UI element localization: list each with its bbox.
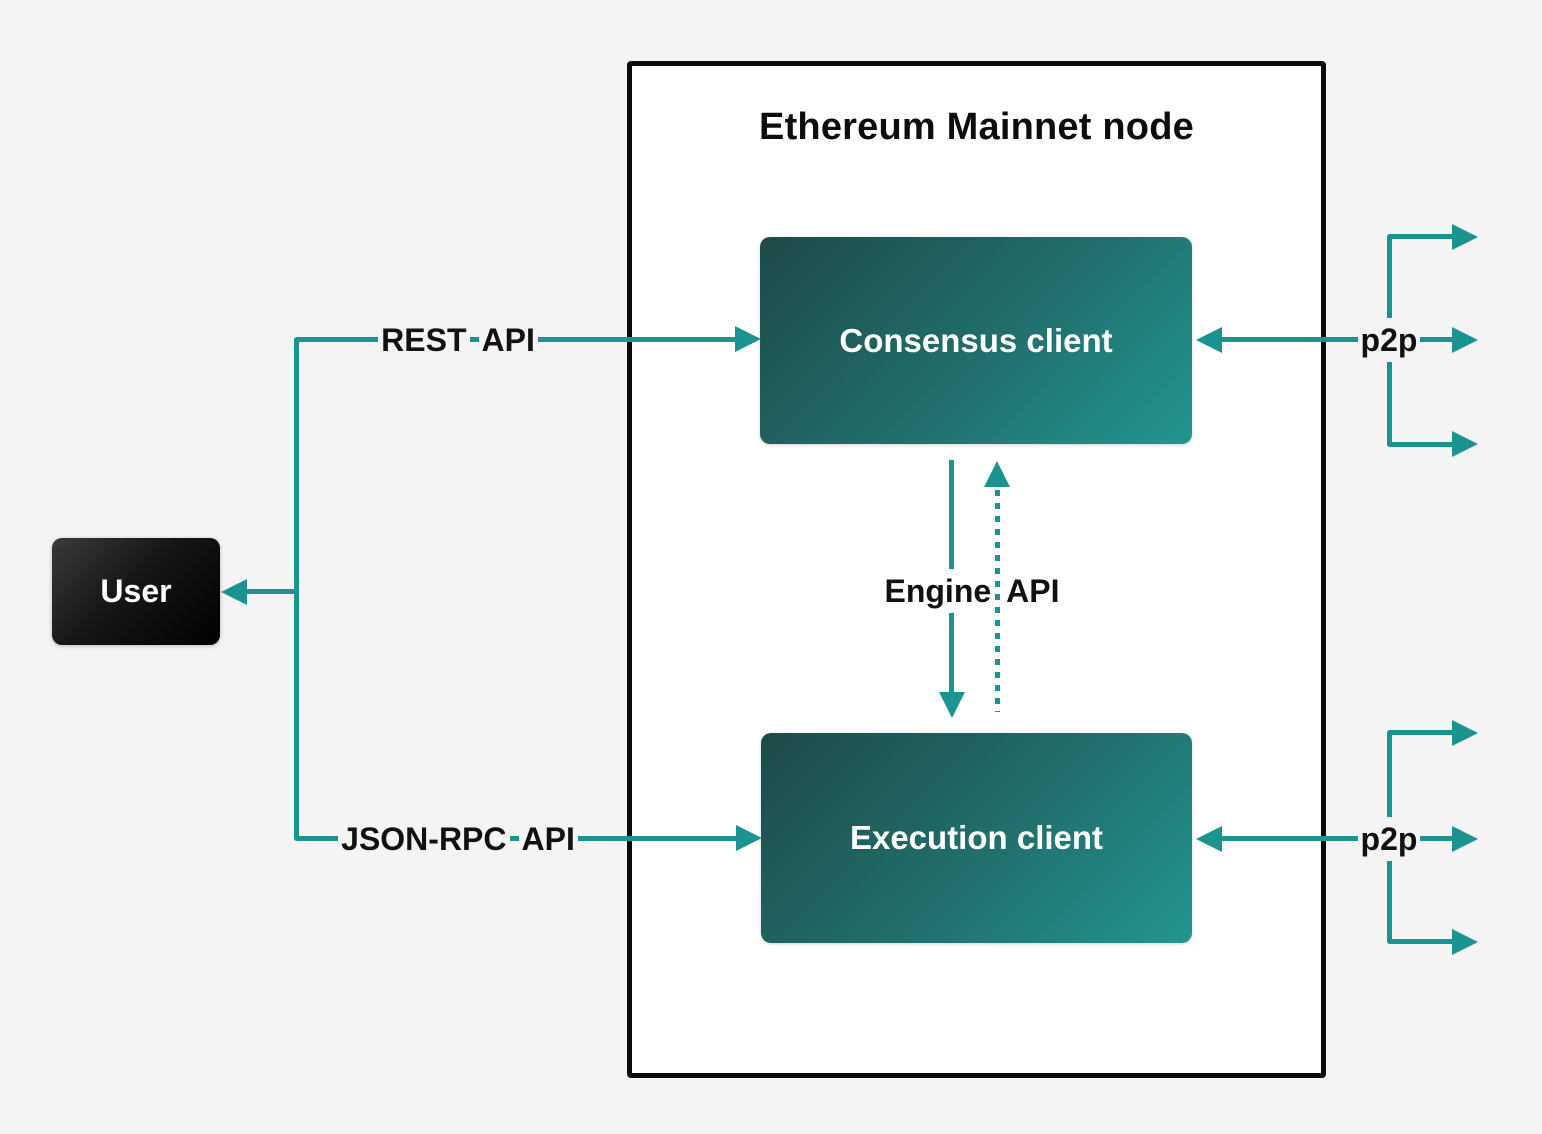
consensus-client-box: Consensus client	[760, 237, 1192, 444]
to-user-arrowhead-icon	[221, 579, 247, 605]
execution-client-box: Execution client	[761, 733, 1192, 943]
to-user-line	[246, 589, 299, 594]
engine-api-up-dotted-line	[995, 490, 1000, 712]
p2p-consensus-label: p2p	[1353, 318, 1425, 362]
p2p-execution-branch-bottom-arrowhead-icon	[1452, 929, 1478, 955]
p2p-consensus-branch-bottom-arrowhead-icon	[1452, 431, 1478, 457]
p2p-execution-in-line	[1221, 836, 1363, 841]
p2p-consensus-branch-top-arrowhead-icon	[1452, 224, 1478, 250]
p2p-consensus-out-line	[1416, 337, 1453, 342]
p2p-consensus-in-arrowhead-icon	[1196, 327, 1222, 353]
p2p-consensus-in-line	[1221, 337, 1363, 342]
user-box: User	[52, 538, 220, 645]
p2p-execution-branch-top-arrowhead-icon	[1452, 720, 1478, 746]
p2p-execution-out-arrowhead-icon	[1452, 826, 1478, 852]
p2p-consensus-out-arrowhead-icon	[1452, 327, 1478, 353]
user-label: User	[100, 573, 172, 609]
p2p-execution-label: p2p	[1353, 817, 1425, 861]
node-title: Ethereum Mainnet node	[759, 106, 1194, 148]
consensus-client-label: Consensus client	[839, 321, 1113, 359]
engine-api-up-arrowhead-icon	[984, 461, 1010, 487]
execution-client-label: Execution client	[849, 819, 1104, 856]
p2p-execution-in-arrowhead-icon	[1196, 826, 1222, 852]
json-rpc-arrowhead-icon	[736, 825, 762, 851]
user-to-clients-connector	[294, 337, 737, 841]
rest-api-arrowhead-icon	[735, 326, 761, 352]
p2p-execution-out-line	[1416, 836, 1453, 841]
engine-api-down-arrowhead-icon	[939, 692, 965, 718]
